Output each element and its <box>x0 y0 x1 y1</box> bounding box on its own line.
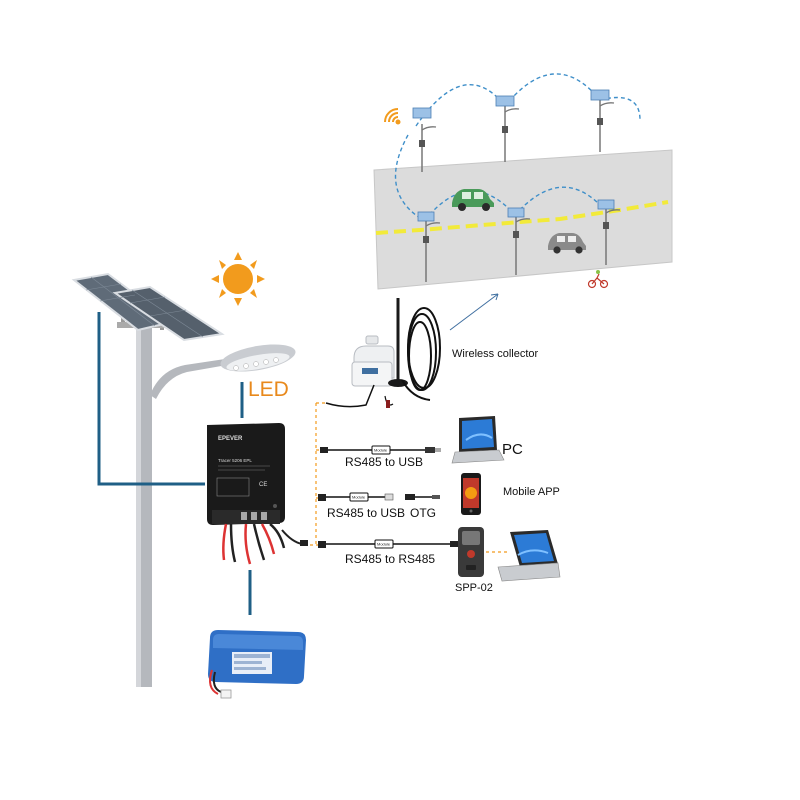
wireless-link-arc <box>504 73 601 107</box>
solar-panel-icon <box>71 272 225 342</box>
adapter-label: Module <box>374 448 388 453</box>
arrow-head <box>490 293 499 301</box>
laptop-icon <box>451 416 505 464</box>
rs485-usb-cable-pc: Module <box>320 445 441 455</box>
wifi-icon <box>384 108 401 125</box>
rs485-usb-label-mobile: RS485 to USB <box>327 506 406 520</box>
wireless-collector-device <box>325 335 395 408</box>
ce-mark: CE <box>259 482 267 488</box>
controller-brand: EPEVER <box>218 436 243 442</box>
wireless-link-arc <box>599 96 641 121</box>
system-wiring <box>97 312 252 615</box>
bicycle-icon <box>587 270 609 289</box>
battery-icon <box>208 630 306 699</box>
spp02-device-icon <box>458 527 484 577</box>
adapter-label: Module <box>352 495 366 500</box>
led-lamp-head <box>220 344 296 372</box>
phone-icon <box>461 473 481 515</box>
rs485-rs485-cable: Module <box>318 539 458 549</box>
wireless-link-arc <box>514 186 601 216</box>
data-flow-arrow <box>449 293 499 331</box>
adapter-label: Module <box>377 542 391 547</box>
controller-icon: EPEVER Tracer 5206 EPL CE <box>207 423 285 525</box>
wireless-link-arc <box>424 190 516 221</box>
controller-cables <box>222 523 308 565</box>
wireless-link-arc <box>394 134 421 219</box>
wireless-link-arc <box>415 83 506 127</box>
rs485-usb-label: RS485 to USB <box>345 455 424 469</box>
rs485-rs485-label: RS485 to RS485 <box>345 552 436 566</box>
pc-label: PC <box>502 441 523 458</box>
lamp-head <box>421 102 621 227</box>
car-icon <box>452 189 494 211</box>
rs485-usb-otg-cable: Module <box>318 492 440 502</box>
controller-model: Tracer 5206 EPL <box>218 458 252 463</box>
antenna-icon <box>388 298 441 401</box>
mobile-app-label: Mobile APP <box>503 486 560 498</box>
laptop-icon <box>497 530 561 582</box>
road-network-illustration <box>373 73 673 290</box>
sun-icon <box>211 252 265 306</box>
street-lamp-icon <box>421 100 607 282</box>
solar-panel-icon <box>412 89 615 222</box>
led-label: LED <box>248 378 289 401</box>
car-icon <box>548 233 586 254</box>
spp02-label: SPP-02 <box>455 582 493 594</box>
controller-box <box>419 118 609 243</box>
communication-bus <box>310 402 326 546</box>
otg-label: OTG <box>410 506 436 520</box>
wireless-collector-label: Wireless collector <box>452 348 539 360</box>
